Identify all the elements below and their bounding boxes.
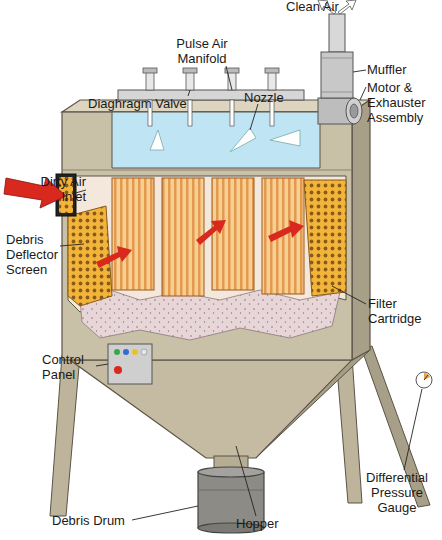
diaphragm-valve — [268, 72, 276, 90]
debris-deflector-screen — [304, 180, 346, 296]
clean-air-plenum — [150, 130, 164, 150]
clean-air-arrow — [338, 0, 356, 14]
filter-cartridge — [262, 178, 304, 294]
control-panel — [114, 366, 122, 374]
leader-line — [360, 87, 366, 100]
pressure-gauge — [416, 372, 432, 388]
filter-chamber — [80, 290, 340, 340]
part-label: Diaghragm Valve — [88, 96, 208, 111]
motor-exhauster — [346, 98, 362, 124]
debris-deflector-screen — [68, 206, 112, 306]
muffler — [321, 52, 353, 98]
part-label: Hopper — [236, 516, 316, 531]
control-panel — [123, 349, 129, 355]
clean-air-plenum — [112, 112, 320, 168]
leader-line — [250, 104, 258, 130]
filter-cartridge — [112, 178, 304, 296]
muffler — [321, 92, 353, 93]
blow-pipe-nozzle — [230, 100, 234, 126]
cabinet-body — [62, 170, 352, 171]
diaphragm-valve — [186, 72, 194, 90]
part-label: Pulse Air Manifold — [166, 36, 238, 66]
diaphragm-valve — [183, 68, 197, 73]
part-label: Control Panel — [42, 352, 98, 382]
control-panel — [108, 344, 152, 384]
diaphragm-valve — [143, 68, 157, 73]
control-panel — [141, 349, 147, 355]
dirty-air-flow-arrow — [268, 220, 304, 242]
leader-line — [96, 364, 108, 366]
filter-cartridge — [212, 178, 254, 290]
clean-air-plenum — [230, 128, 256, 152]
debris-deflector-screen — [68, 180, 346, 306]
cabinet-body — [62, 100, 370, 360]
motor-exhauster — [350, 104, 358, 118]
part-label: Clean Air — [286, 0, 366, 14]
part-label: Debris Drum — [52, 513, 152, 528]
part-label: Filter Cartridge — [368, 296, 434, 326]
filter-chamber — [68, 176, 346, 318]
part-label: Muffler — [367, 62, 437, 77]
blow-pipe-nozzle — [188, 100, 192, 126]
muffler — [321, 58, 353, 59]
debris-drum — [198, 467, 264, 477]
leader-line — [332, 286, 366, 304]
filter-cartridge — [112, 178, 154, 290]
cabinet-body — [62, 112, 352, 360]
leader-line — [132, 506, 198, 520]
pressure-gauge — [424, 373, 430, 380]
cabinet-body — [352, 100, 370, 360]
muffler — [329, 14, 345, 52]
diaphragm-valve — [146, 72, 154, 90]
control-panel — [108, 344, 152, 384]
control-panel — [132, 349, 138, 355]
leader-line — [226, 66, 232, 90]
clean-air-plenum — [112, 112, 320, 168]
part-label: Debris Deflector Screen — [6, 232, 68, 277]
clean-air-plenum — [270, 130, 300, 146]
dirty-air-flow-arrow — [196, 220, 226, 245]
diaphragm-valve — [228, 72, 236, 90]
muffler — [321, 14, 353, 98]
debris-drum — [198, 490, 264, 491]
control-panel — [114, 349, 120, 355]
leader-line — [60, 244, 84, 246]
hopper — [256, 350, 370, 458]
pressure-gauge — [416, 372, 432, 388]
leader-line — [404, 389, 422, 470]
filter-cartridge — [162, 178, 204, 296]
leader-line — [236, 446, 256, 516]
leader-line — [188, 90, 190, 96]
leader-line — [60, 66, 422, 520]
diaphragm-valve — [143, 68, 279, 90]
part-label: Motor & Exhauster Assembly — [367, 80, 437, 125]
motor-exhauster — [318, 98, 362, 124]
pressure-gauge — [424, 375, 428, 380]
part-label: Differential Pressure Gauge — [358, 470, 436, 515]
diaphragm-valve — [265, 68, 279, 73]
leader-line — [353, 70, 366, 72]
part-label: Nozzle — [244, 90, 304, 105]
part-label: Dirty Air Inlet — [24, 174, 86, 204]
hopper — [70, 350, 370, 472]
filter-chamber — [68, 176, 346, 340]
dirty-air-flow-arrow — [96, 246, 132, 268]
